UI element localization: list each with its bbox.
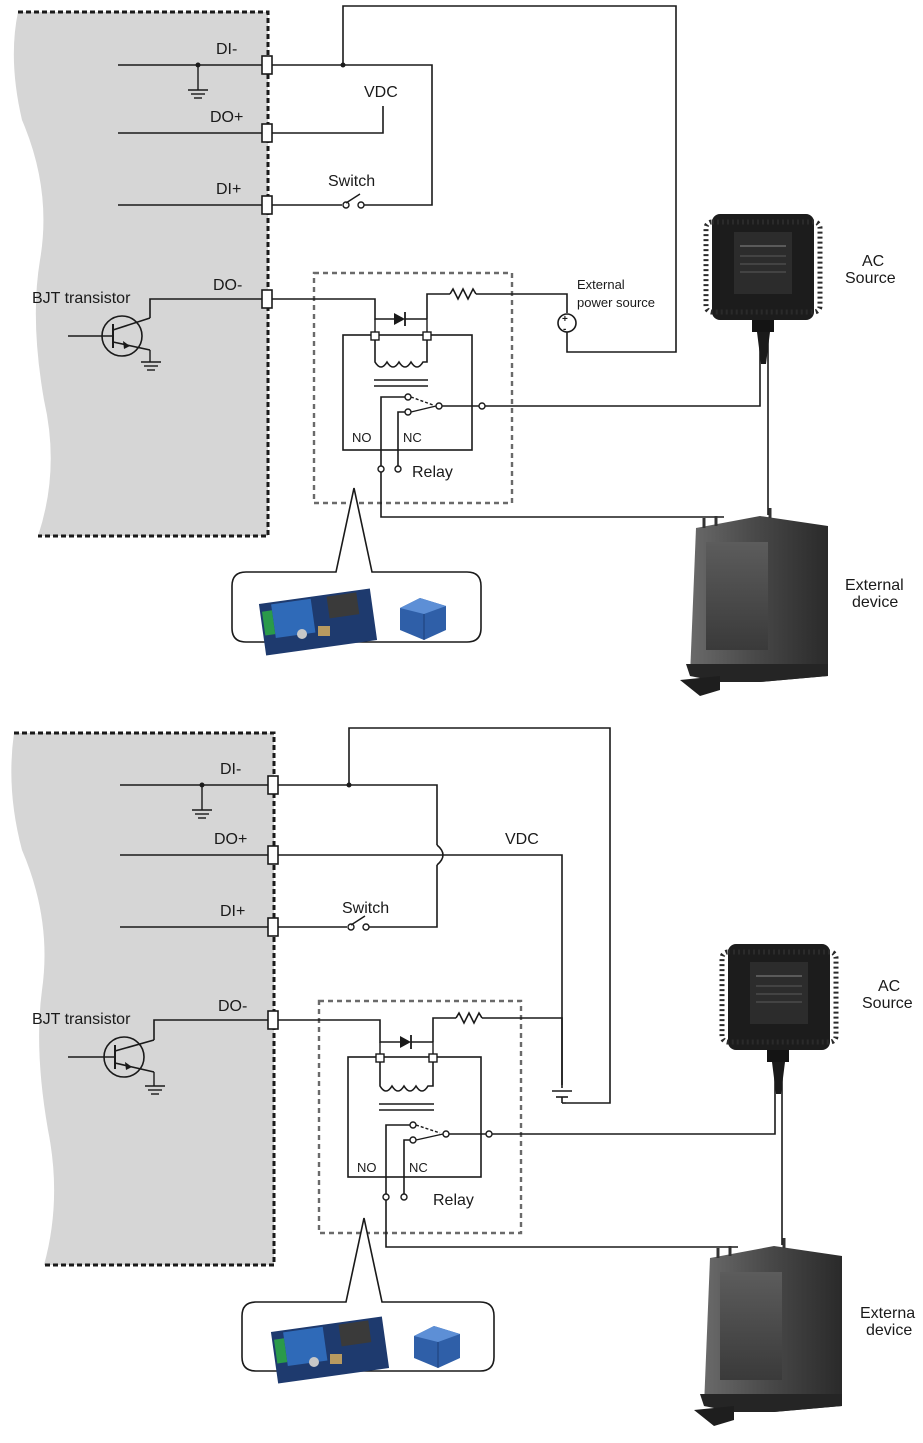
label-bjt: BJT transistor — [32, 1011, 131, 1028]
label-ac-2: Source — [862, 995, 913, 1012]
external-device-icon — [680, 508, 828, 696]
relay-cube-icon — [414, 1326, 460, 1368]
label-ac-2: Source — [845, 270, 896, 287]
diode-icon — [394, 312, 406, 326]
label-do-plus: DO+ — [214, 831, 247, 848]
resistor-icon — [455, 1011, 483, 1025]
terminal-do-plus — [261, 123, 273, 143]
label-di-minus: DI- — [220, 761, 241, 778]
label-vdc: VDC — [505, 831, 539, 848]
relay-board-icon — [270, 1316, 390, 1384]
label-bjt: BJT transistor — [32, 290, 131, 307]
battery-icon — [552, 1090, 572, 1104]
coil-icon — [374, 340, 428, 387]
label-di-plus: DI+ — [216, 181, 241, 198]
label-relay: Relay — [412, 464, 453, 481]
device-panel — [13, 12, 269, 536]
label-ac-1: AC — [878, 978, 900, 995]
ac-adapter-icon — [719, 944, 839, 1094]
ground-icon — [141, 350, 161, 371]
label-no: NO — [352, 430, 372, 445]
terminal-do-minus — [267, 1010, 279, 1030]
device-panel — [11, 733, 274, 1265]
terminal-di-minus — [261, 55, 273, 75]
relay-box — [317, 999, 523, 1235]
terminal-do-plus — [267, 845, 279, 865]
resistor-icon — [449, 287, 477, 301]
bjt-transistor-icon — [68, 315, 151, 357]
switch-icon — [342, 193, 365, 209]
label-no: NO — [357, 1160, 377, 1175]
panel-border — [18, 10, 270, 538]
label-ext-device-2: device — [852, 594, 898, 611]
relay-board-icon — [258, 588, 378, 656]
ground-icon — [188, 65, 208, 99]
label-switch: Switch — [342, 900, 389, 917]
svg-text:+: + — [562, 314, 568, 325]
terminal-di-plus — [261, 195, 273, 215]
label-relay: Relay — [433, 1192, 474, 1209]
label-do-plus: DO+ — [210, 109, 243, 126]
label-ext-device-1: Externa — [860, 1305, 915, 1322]
ground-icon — [145, 1072, 165, 1095]
label-do-minus: DO- — [213, 277, 242, 294]
ground-icon — [192, 785, 212, 819]
label-nc: NC — [409, 1160, 428, 1175]
terminal-di-minus — [267, 775, 279, 795]
label-ext-power-2: power source — [577, 295, 655, 310]
label-nc: NC — [403, 430, 422, 445]
diode-icon — [400, 1035, 412, 1049]
label-di-plus: DI+ — [220, 903, 245, 920]
diagram-2: DI- DO+ DI+ DO- BJT transistor — [11, 727, 915, 1426]
label-vdc: VDC — [364, 84, 398, 101]
terminal-do-minus — [261, 289, 273, 309]
power-source-icon: + - — [557, 313, 577, 335]
label-ext-power-1: External — [577, 277, 625, 292]
external-device-icon — [694, 1238, 842, 1426]
relay-box — [312, 271, 514, 505]
svg-text:-: - — [563, 324, 566, 335]
terminal-di-plus — [267, 917, 279, 937]
panel-border — [14, 731, 276, 1267]
coil-icon — [379, 1062, 434, 1111]
relay-cube-icon — [400, 598, 446, 640]
label-di-minus: DI- — [216, 41, 237, 58]
label-do-minus: DO- — [218, 998, 247, 1015]
label-ac-1: AC — [862, 253, 884, 270]
bjt-transistor-icon — [68, 1036, 155, 1078]
ac-adapter-icon — [703, 214, 823, 364]
diagram-1: DI- DO+ DI+ DO- BJT transistor — [13, 5, 904, 696]
label-ext-device-1: External — [845, 577, 904, 594]
label-switch: Switch — [328, 173, 375, 190]
switch-icon — [347, 915, 370, 931]
label-ext-device-2: device — [866, 1322, 912, 1339]
